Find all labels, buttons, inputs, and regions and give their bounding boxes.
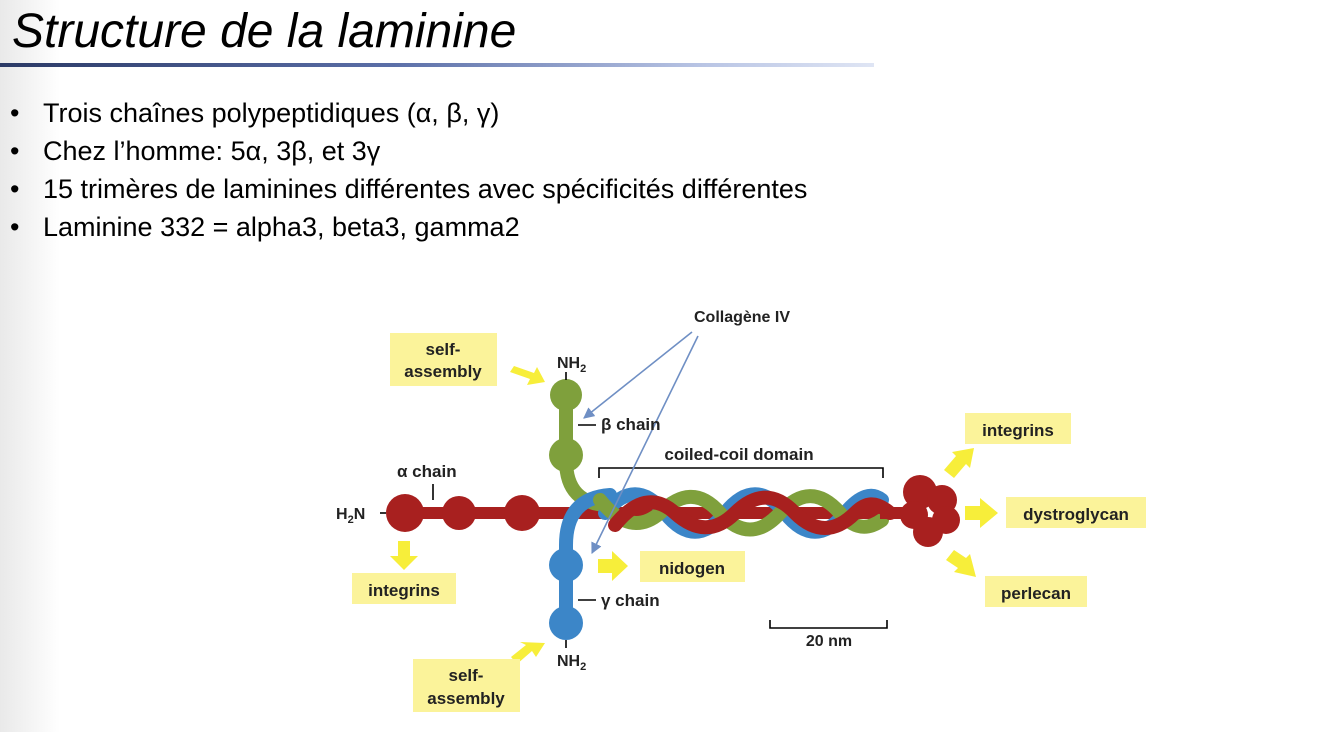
arrow-self-assembly-bottom (511, 642, 545, 664)
label-gamma-chain: γ chain (601, 591, 660, 610)
box-dystroglycan-label: dystroglycan (1023, 505, 1129, 524)
label-h2n-n: N (354, 506, 366, 523)
bullet-dot: • (10, 98, 20, 128)
box-dystroglycan (1006, 497, 1146, 528)
box-self-assembly-bottom (413, 659, 520, 712)
box-perlecan-label: perlecan (1001, 584, 1071, 603)
bullet-item: • Chez l’homme: 5α, 3β, et 3γ (10, 132, 807, 170)
interaction-arrows (390, 366, 998, 664)
alpha-terminal-globule (880, 475, 960, 547)
diagram-labels: Collagène IV β chain α chain γ chain coi… (336, 309, 852, 673)
bullet-text: Trois chaînes polypeptidiques (α, β, γ) (43, 98, 500, 128)
label-nh2-bottom-sub: 2 (580, 661, 586, 673)
bullet-dot: • (10, 136, 20, 166)
box-self-assembly-top-line2: assembly (404, 362, 482, 381)
bullet-text: Laminine 332 = alpha3, beta3, gamma2 (43, 212, 520, 242)
chain-tick-marks (380, 372, 596, 648)
bullet-item: • Laminine 332 = alpha3, beta3, gamma2 (10, 208, 807, 246)
label-nh2-bottom-main: NH (557, 653, 580, 670)
bullet-item: • 15 trimères de laminines différentes av… (10, 170, 807, 208)
label-boxes: self- assembly integrins nidogen self- a… (352, 333, 1146, 712)
box-self-assembly-bottom-line1: self- (449, 666, 484, 685)
label-coiled-coil-domain: coiled-coil domain (664, 445, 813, 464)
coiled-coil (593, 487, 897, 539)
arrow-integrins-right (944, 448, 974, 478)
box-perlecan (985, 576, 1087, 607)
label-scale-20nm: 20 nm (806, 633, 852, 650)
beta-chain (549, 379, 617, 512)
arrow-integrins-left (390, 541, 418, 570)
bullet-dot: • (10, 212, 20, 242)
label-nh2-bottom: NH2 (557, 653, 586, 673)
scale-bar (769, 620, 888, 629)
bullet-dot: • (10, 174, 20, 204)
box-nidogen-label: nidogen (659, 559, 725, 578)
label-h2n-h: H (336, 506, 348, 523)
label-nh2-top: NH2 (557, 355, 586, 375)
arrow-nidogen (598, 551, 628, 581)
bullet-text: 15 trimères de laminines différentes ave… (43, 174, 808, 204)
label-alpha-chain: α chain (397, 462, 457, 481)
box-integrins-left-label: integrins (368, 581, 440, 600)
collagen-pointer-arrows (583, 331, 699, 555)
box-self-assembly-top-line1: self- (426, 340, 461, 359)
box-integrins-left (352, 573, 456, 604)
coiled-coil-bracket (598, 467, 884, 478)
bullet-list: • Trois chaînes polypeptidiques (α, β, γ)… (10, 94, 807, 246)
box-self-assembly-bottom-line2: assembly (427, 689, 505, 708)
box-nidogen (640, 551, 745, 582)
box-integrins-right (965, 413, 1071, 444)
arrow-dystroglycan (965, 498, 998, 528)
bullet-text: Chez l’homme: 5α, 3β, et 3γ (43, 136, 381, 166)
title-underline (0, 63, 874, 67)
label-nh2-top-sub: 2 (580, 363, 586, 375)
bullet-item: • Trois chaînes polypeptidiques (α, β, γ) (10, 94, 807, 132)
slide-title: Structure de la laminine (12, 5, 517, 58)
arrow-perlecan (946, 550, 976, 577)
box-self-assembly-top (390, 333, 497, 386)
label-nh2-top-main: NH (557, 355, 580, 372)
label-beta-chain: β chain (601, 415, 661, 434)
label-collagen-iv: Collagène IV (694, 309, 790, 326)
box-integrins-right-label: integrins (982, 421, 1054, 440)
label-h2n-sub: 2 (348, 514, 354, 526)
label-h2n: H2N (336, 506, 365, 526)
arrow-self-assembly-top (510, 366, 545, 385)
